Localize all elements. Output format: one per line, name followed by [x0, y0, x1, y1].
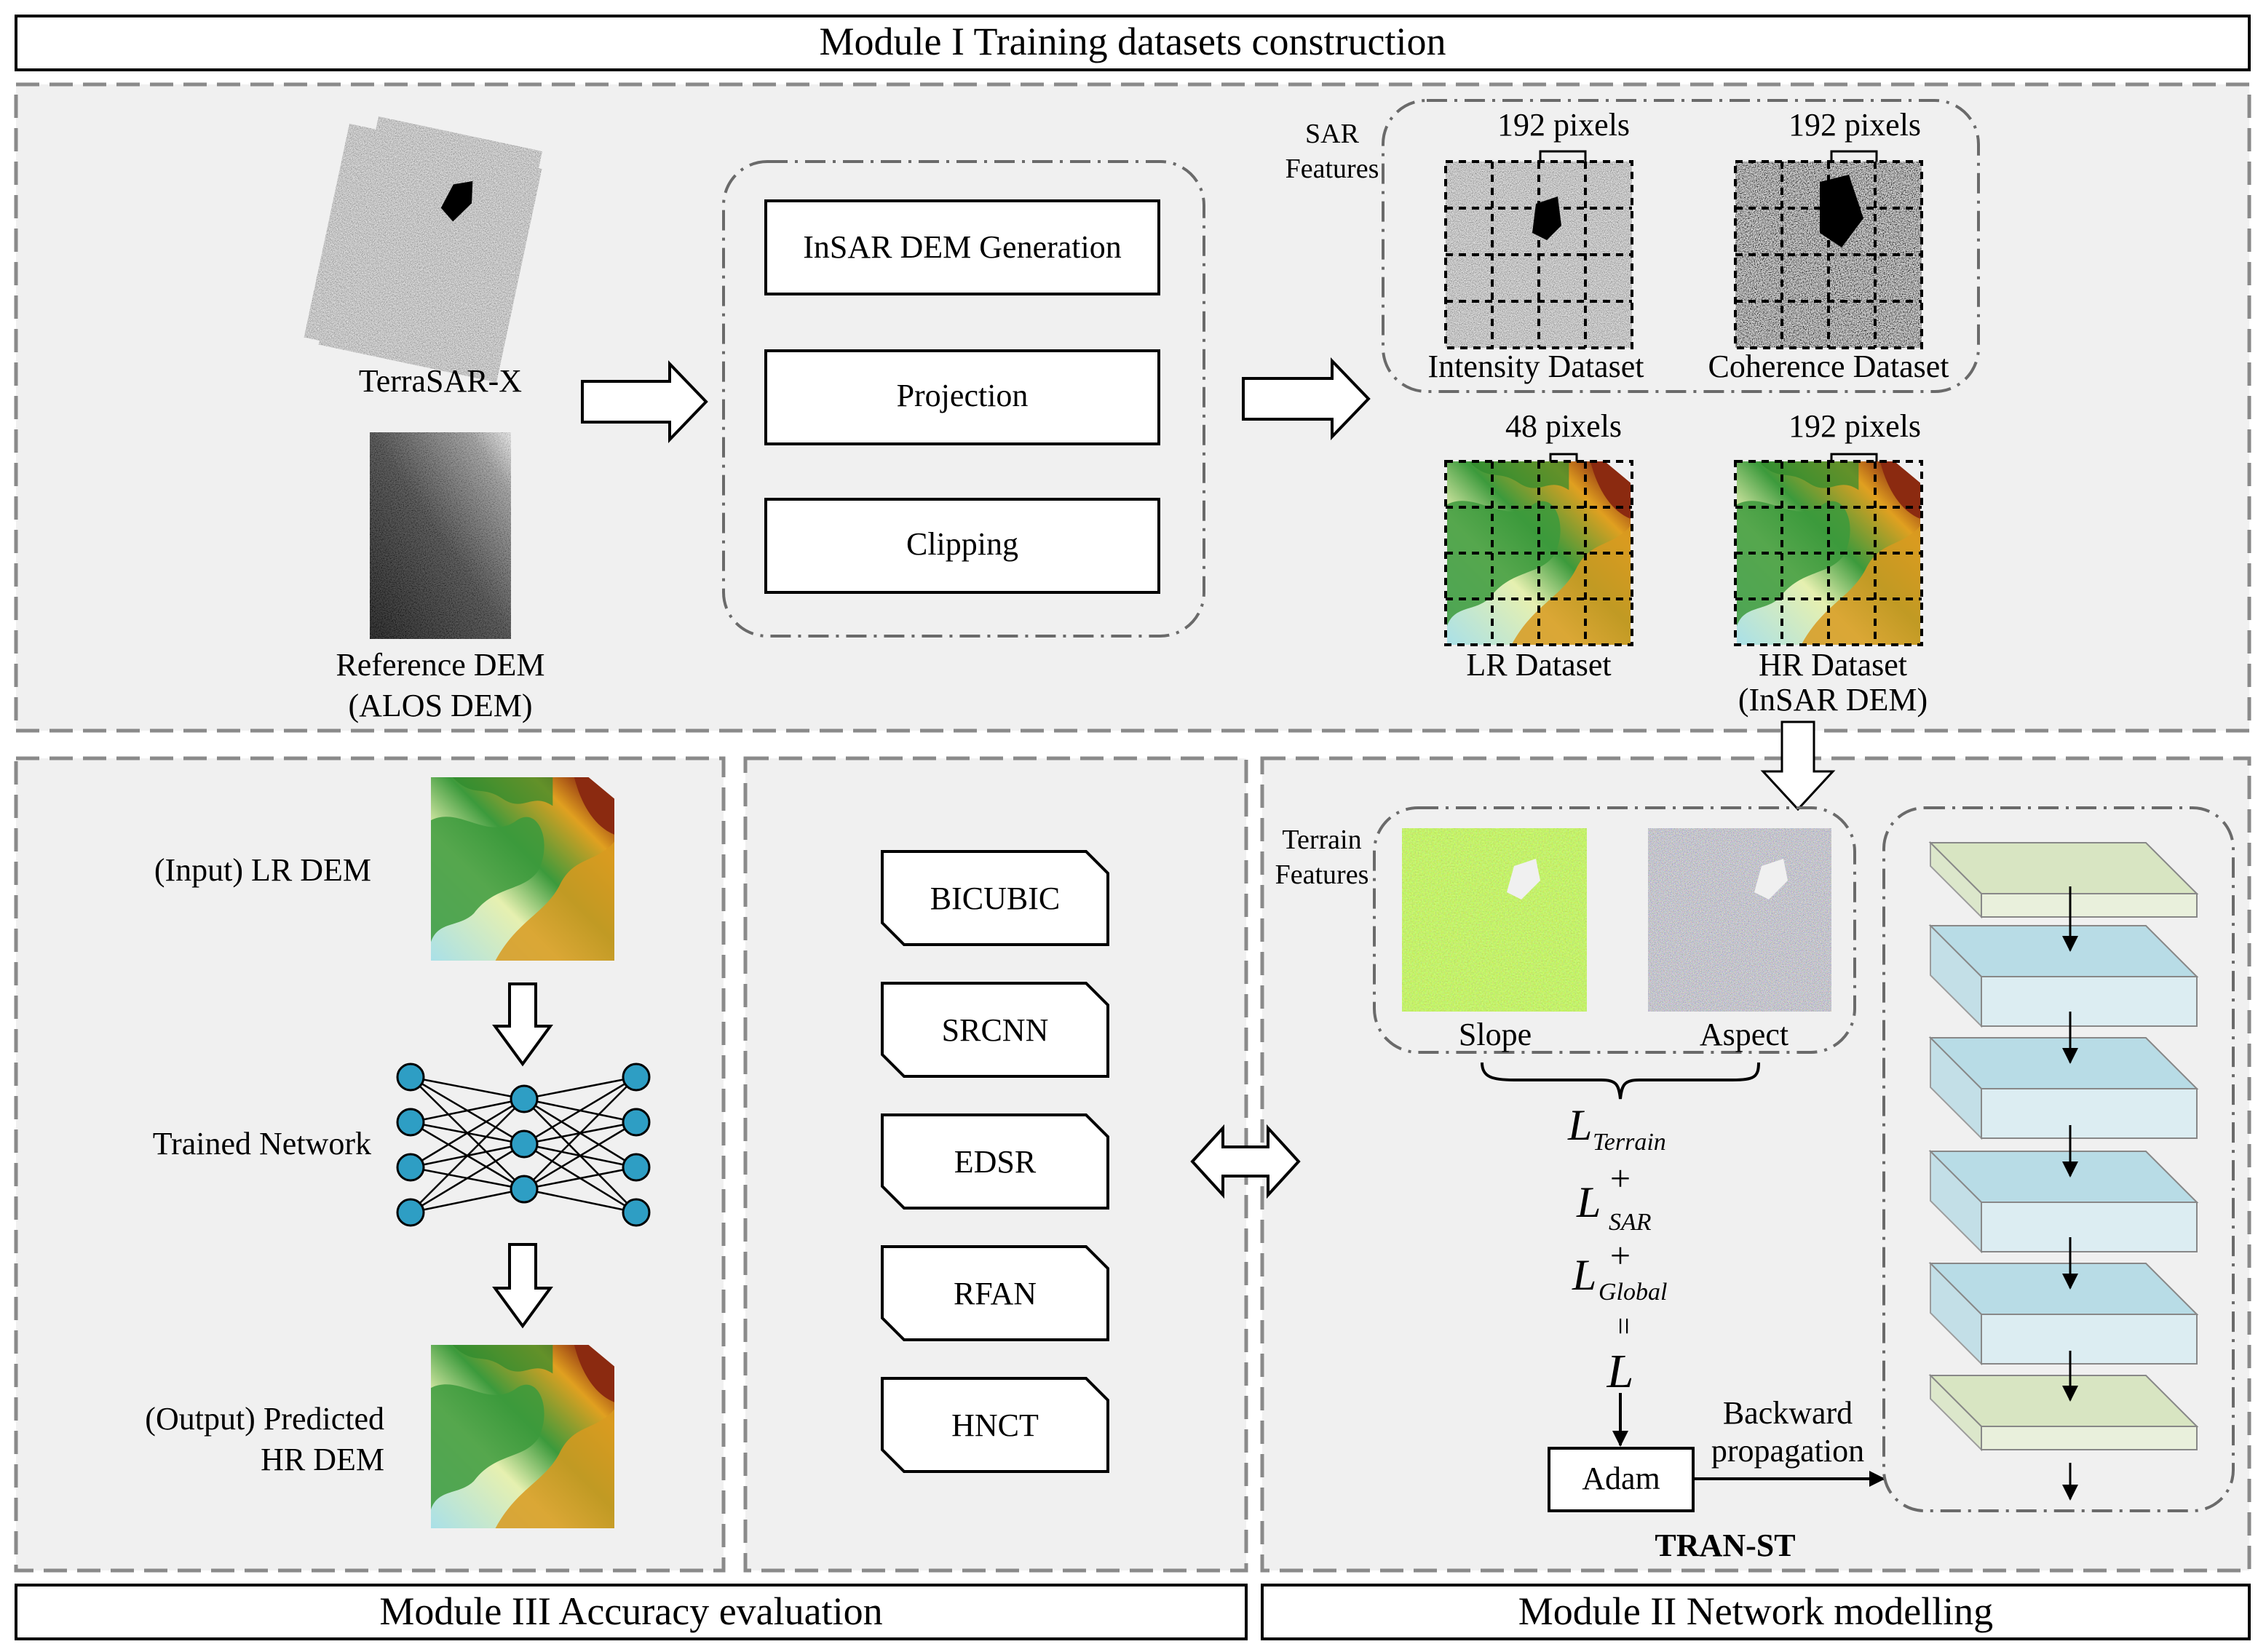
arrow-to-processing	[581, 360, 708, 443]
arrow-input-to-network	[492, 982, 553, 1067]
hr-dataset-label-line2: (InSAR DEM)	[1738, 682, 1928, 718]
method-label: SRCNN	[942, 1012, 1049, 1048]
reference-dem-label-line2: (ALOS DEM)	[349, 688, 533, 723]
intensity-grid	[1444, 160, 1633, 349]
network-layers-group	[1882, 806, 2235, 1512]
processing-step-2: Projection	[764, 349, 1160, 445]
neuron-node	[622, 1198, 651, 1227]
method-label: RFAN	[954, 1276, 1037, 1311]
svg-text:InSAR DEM Generation: InSAR DEM Generation	[803, 229, 1122, 265]
arrow-hr-to-terrain	[1760, 720, 1836, 811]
hr-grid	[1734, 460, 1923, 646]
neuron-node	[396, 1063, 425, 1092]
sar-features-label-line2: Features	[1285, 154, 1379, 184]
aspect-image	[1648, 828, 1831, 1012]
intensity-dataset-label: Intensity Dataset	[1428, 349, 1644, 384]
hr-pixels-label: 192 pixels	[1788, 408, 1921, 444]
svg-text:Adam: Adam	[1582, 1461, 1660, 1496]
svg-text:Global: Global	[1599, 1279, 1667, 1306]
terrain-features-label-line2: Features	[1275, 859, 1369, 890]
neural-network-icon	[396, 1063, 651, 1227]
lr-pixels-label: 48 pixels	[1505, 408, 1622, 444]
svg-text:L: L	[1576, 1178, 1601, 1226]
svg-text:L: L	[1572, 1251, 1596, 1299]
svg-text:=: =	[1606, 1317, 1641, 1335]
module1-title: Module I Training datasets construction	[820, 20, 1446, 63]
processing-step-3: Clipping	[764, 498, 1160, 594]
coherence-grid	[1734, 160, 1923, 349]
reference-dem-label-line1: Reference DEM	[336, 647, 544, 683]
module3-title: Module III Accuracy evaluation	[379, 1589, 882, 1633]
terrain-features-label-line1: Terrain	[1282, 825, 1361, 855]
coherence-pixels-label: 192 pixels	[1788, 107, 1921, 143]
coherence-dataset-label: Coherence Dataset	[1708, 349, 1949, 384]
output-label-line1: (Output) Predicted	[145, 1401, 384, 1437]
method-label: EDSR	[954, 1144, 1037, 1180]
lr-dataset-label: LR Dataset	[1466, 647, 1611, 683]
network-layers	[1928, 841, 2199, 1501]
backward-label-line1: Backward	[1723, 1395, 1853, 1431]
network-layer-3	[1928, 1036, 2199, 1140]
neuron-node	[396, 1153, 425, 1182]
module2-title: Module II Network modelling	[1518, 1589, 1993, 1633]
input-lr-dem-label: (Input) LR DEM	[154, 852, 371, 888]
terrasar-label: TerraSAR-X	[359, 363, 522, 399]
svg-text:SAR: SAR	[1609, 1209, 1652, 1236]
sar-features-label-line1: SAR	[1305, 119, 1360, 149]
method-box-hnct: HNCT	[881, 1377, 1109, 1473]
intensity-pixels-label: 192 pixels	[1497, 107, 1630, 143]
terrain-features-group	[1373, 806, 1856, 1054]
svg-text:+: +	[1610, 1158, 1631, 1199]
lr-grid	[1444, 460, 1633, 646]
neuron-node	[622, 1063, 651, 1092]
svg-text:+: +	[1610, 1235, 1631, 1276]
network-layer-4	[1928, 1149, 2199, 1254]
arrow-to-datasets	[1242, 357, 1371, 440]
arrow-network-to-output	[492, 1243, 553, 1329]
adam-box: Adam	[1548, 1447, 1695, 1512]
svg-text:Clipping: Clipping	[906, 526, 1018, 562]
backward-label-line2: propagation	[1711, 1433, 1864, 1469]
network-layer-6	[1928, 1373, 2199, 1452]
compare-double-arrow	[1190, 1124, 1301, 1199]
svg-text:L: L	[1567, 1101, 1592, 1149]
hr-dataset-label-line1: HR Dataset	[1759, 647, 1907, 683]
sar-features-group	[1382, 99, 1980, 393]
svg-text:Terrain: Terrain	[1593, 1129, 1666, 1156]
output-label-line2: HR DEM	[261, 1442, 384, 1477]
terrain-brace	[1481, 1062, 1760, 1100]
neuron-node	[510, 1175, 539, 1204]
method-label: HNCT	[951, 1407, 1039, 1443]
svg-text:Projection: Projection	[897, 378, 1029, 413]
network-name-label: TRAN-ST	[1655, 1528, 1795, 1563]
methods-list: BICUBIC SRCNN EDSR RFAN HNCT	[881, 850, 1109, 1473]
neuron-node	[510, 1129, 539, 1159]
slope-label: Slope	[1459, 1017, 1532, 1052]
neuron-node	[622, 1108, 651, 1137]
method-label: BICUBIC	[930, 881, 1060, 916]
processing-group	[722, 160, 1205, 638]
output-hr-dem-image	[431, 1345, 614, 1528]
network-layer-1	[1928, 841, 2199, 919]
loss-formula: L Terrain + L SAR + L Global = L	[1567, 1101, 1667, 1398]
processing-step-1: InSAR DEM Generation	[764, 199, 1160, 295]
trained-network-label: Trained Network	[153, 1126, 371, 1161]
neuron-node	[510, 1084, 539, 1113]
slope-image	[1402, 828, 1587, 1012]
method-box-srcnn: SRCNN	[881, 982, 1109, 1078]
reference-dem-image	[370, 432, 511, 639]
method-box-edsr: EDSR	[881, 1113, 1109, 1210]
aspect-label: Aspect	[1700, 1017, 1788, 1052]
neuron-node	[622, 1153, 651, 1182]
svg-text:L: L	[1607, 1345, 1634, 1398]
neuron-node	[396, 1108, 425, 1137]
method-box-rfan: RFAN	[881, 1245, 1109, 1341]
method-box-bicubic: BICUBIC	[881, 850, 1109, 946]
input-lr-dem-image	[431, 777, 614, 961]
network-layer-2	[1928, 924, 2199, 1028]
network-layer-5	[1928, 1261, 2199, 1366]
neuron-node	[396, 1198, 425, 1227]
terrasar-image-stack	[302, 115, 544, 384]
